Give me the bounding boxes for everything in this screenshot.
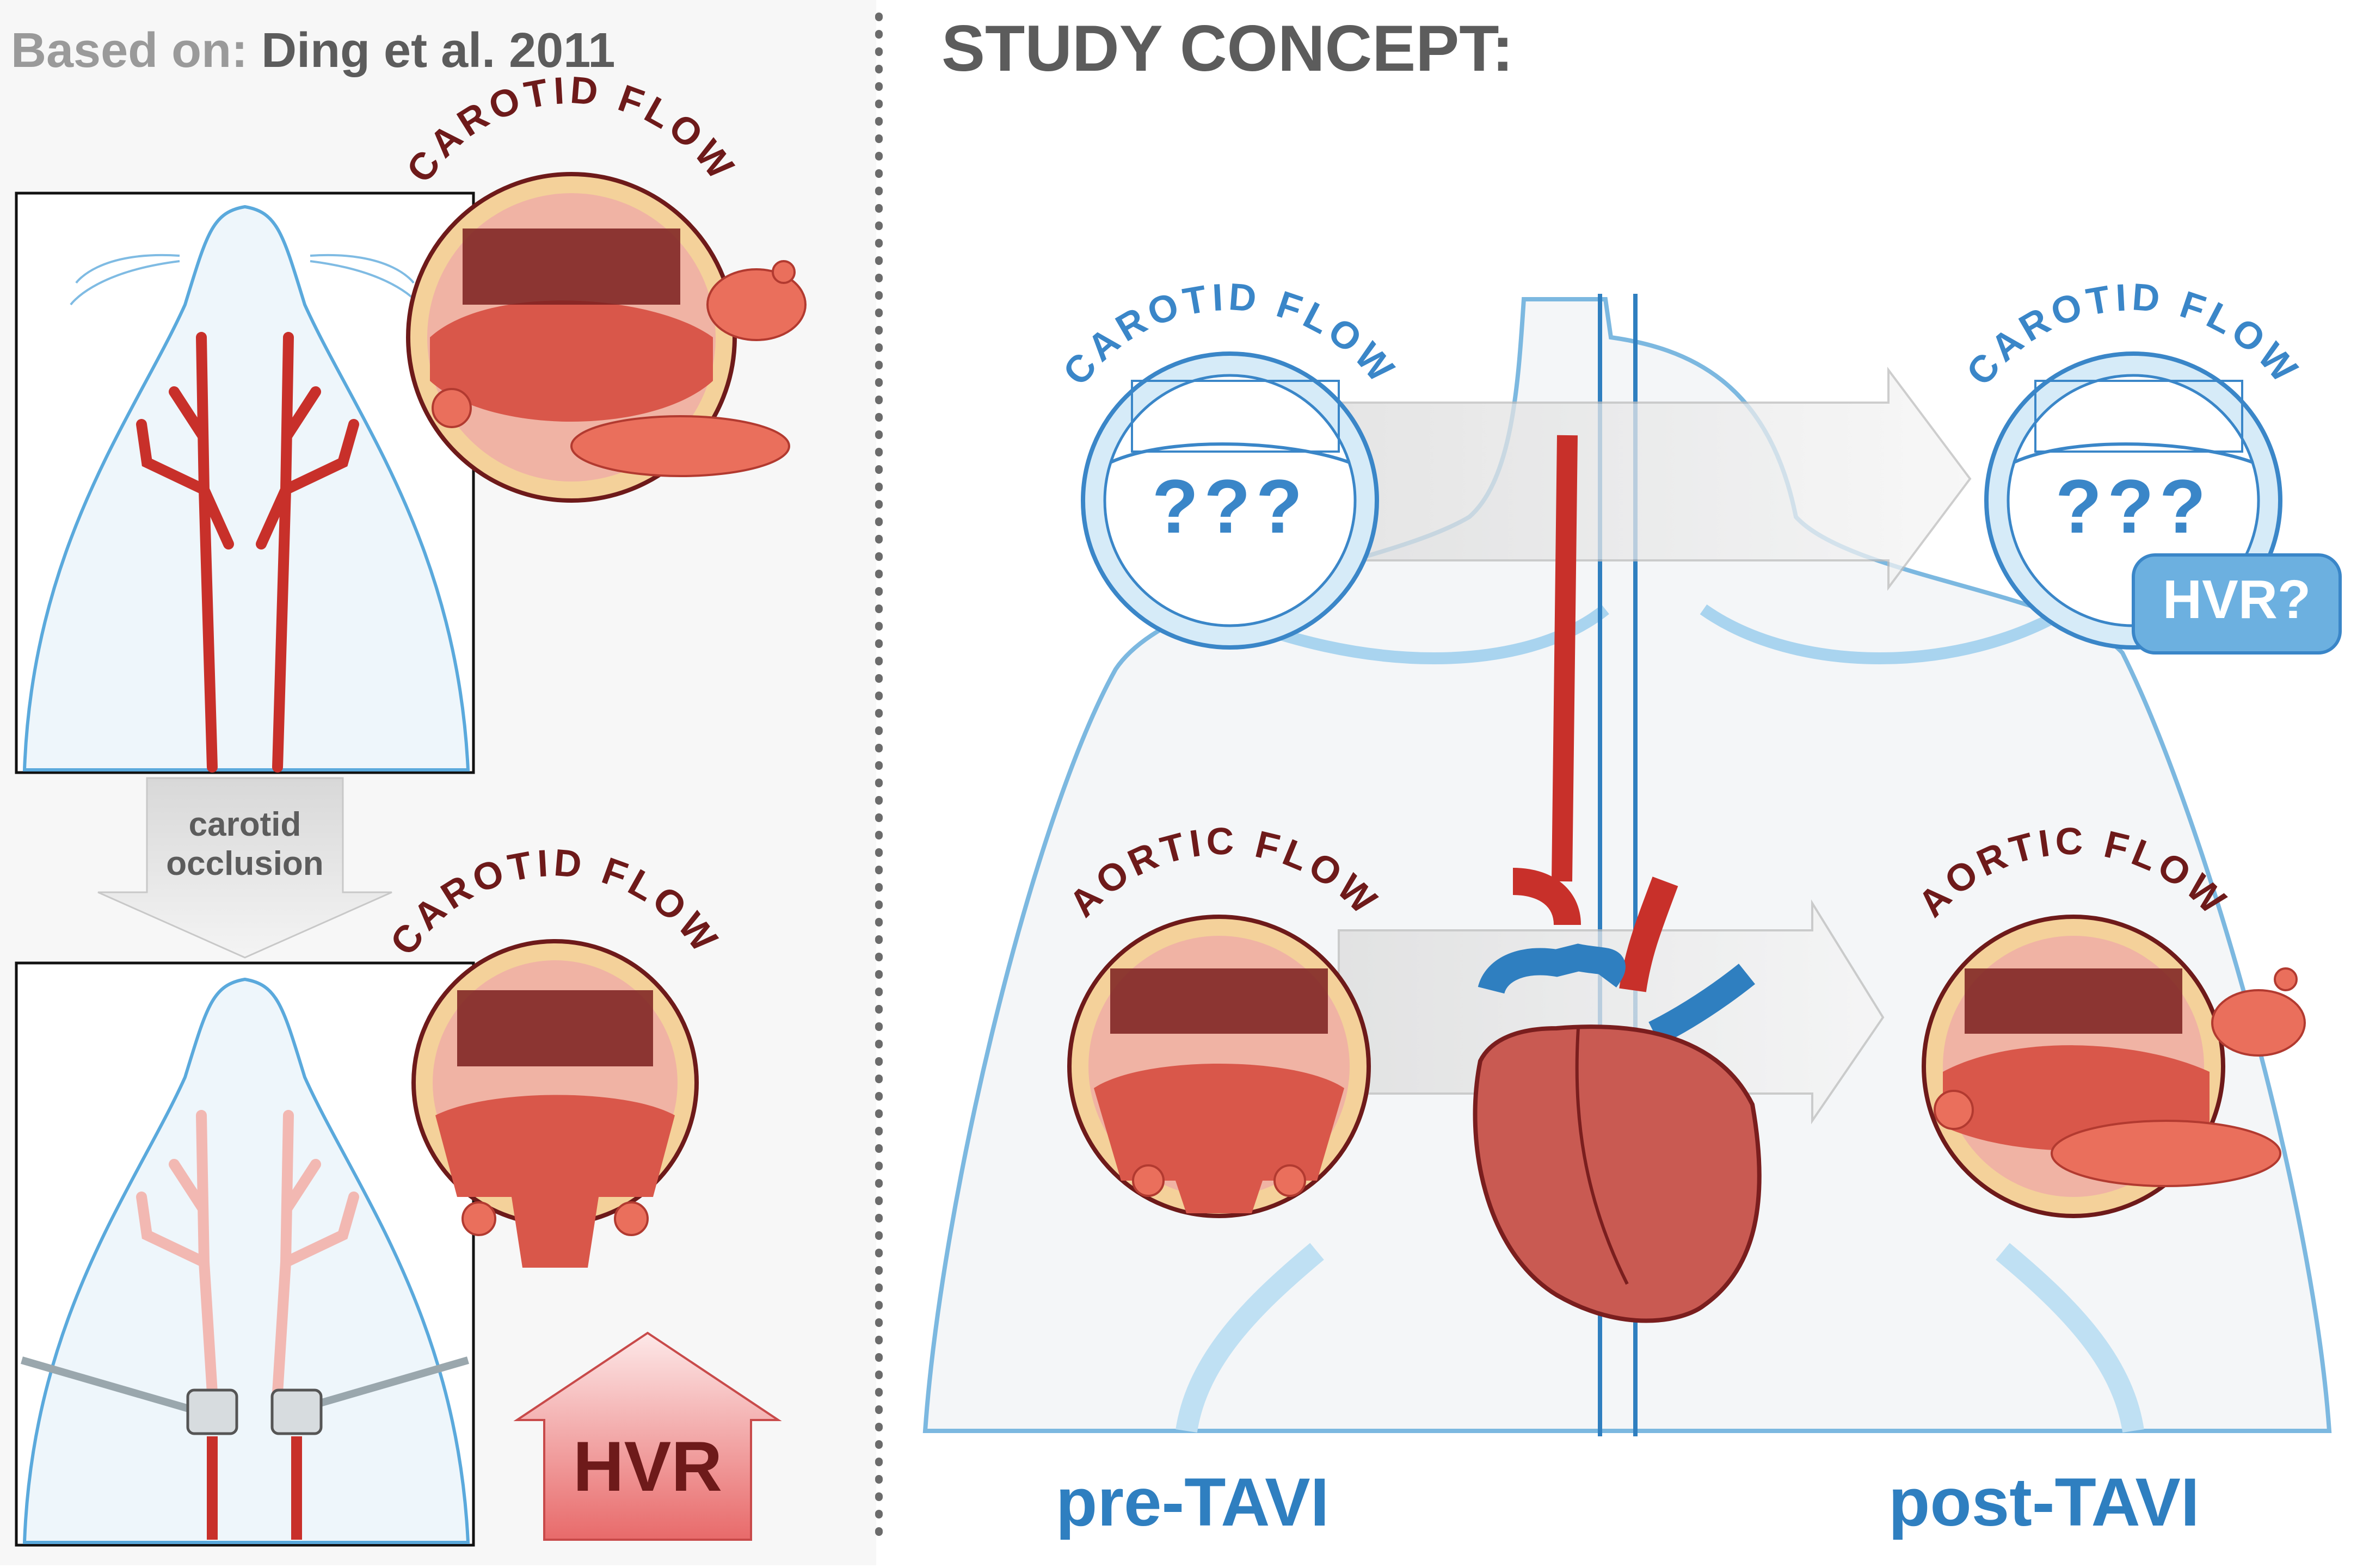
study-concept-title: STUDY CONCEPT: (941, 12, 1514, 85)
aortic-flow-badge-post (1922, 915, 2306, 1218)
based-on-header: Based on: Ding et al. 2011 (11, 23, 615, 79)
aortic-compare-arrow (1338, 899, 1885, 1125)
carotid-flow-badge-bottom (411, 939, 699, 1268)
carotid-compare-arrow (1316, 367, 1972, 591)
based-on-prefix: Based on: (11, 23, 248, 78)
rat-illustration-bottom (22, 977, 470, 1544)
occlusion-label: carotid occlusion (136, 805, 354, 884)
carotid-flow-badge-top (406, 172, 807, 503)
occlusion-down-arrow (97, 777, 392, 959)
carotid-arteries-top (136, 332, 359, 773)
caption-pre-tavi: pre-TAVI (1056, 1465, 1330, 1540)
carotid-value-post: ??? (2055, 464, 2212, 549)
carotid-flow-badge-pre (1081, 351, 1379, 650)
occlusion-label-line2: occlusion (166, 845, 324, 882)
aorta-heart-illustration (1473, 435, 1762, 1323)
hvr-up-arrow (513, 1331, 782, 1541)
hvr-question-badge (2132, 553, 2342, 655)
based-on-source: Ding et al. 2011 (261, 23, 616, 78)
hvr-label: HVR (573, 1427, 723, 1506)
hvr-question-label: HVR? (2162, 569, 2311, 630)
carotid-value-pre: ??? (1152, 464, 1308, 549)
occluded-arteries-bottom (136, 1110, 359, 1398)
rat-illustration-top (22, 205, 470, 771)
caption-post-tavi: post-TAVI (1888, 1465, 2200, 1540)
clamps (21, 1356, 469, 1540)
aortic-flow-badge-pre (1067, 915, 1371, 1218)
occlusion-label-line1: carotid (188, 806, 301, 843)
